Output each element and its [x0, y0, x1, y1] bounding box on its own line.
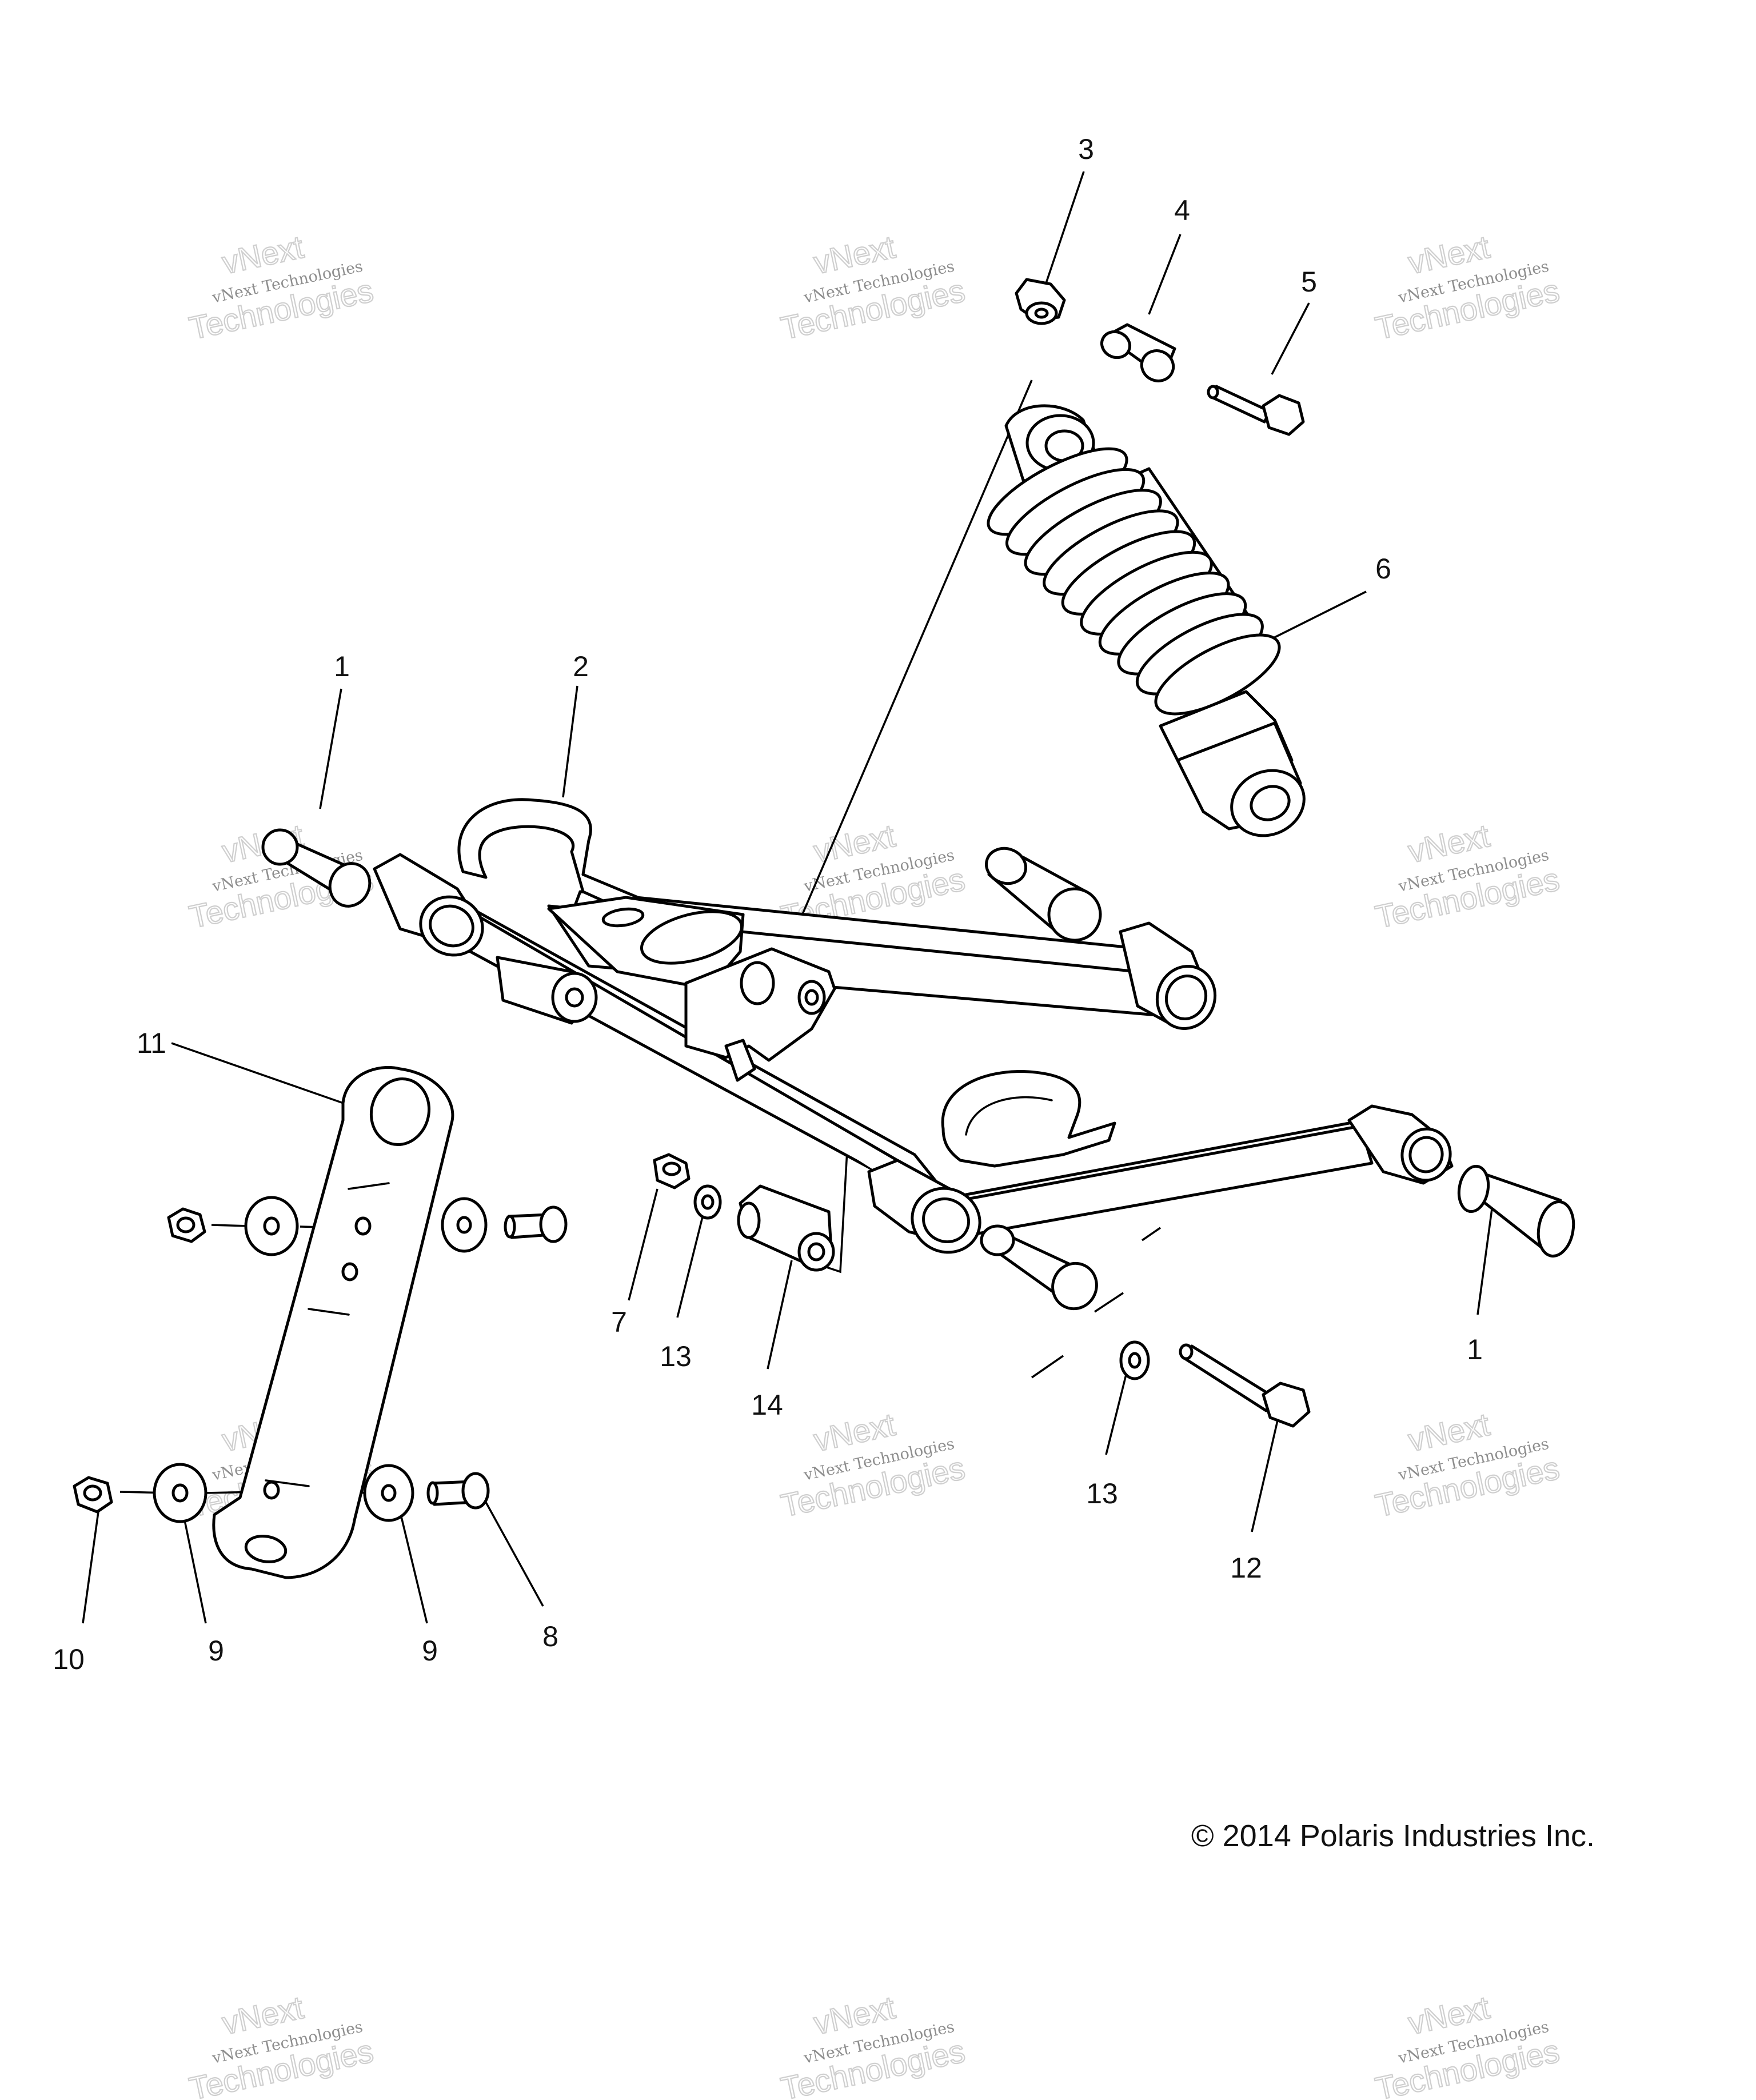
nut-part-7 [653, 1153, 691, 1189]
callout-1-upper: 1 [334, 650, 350, 682]
callout-11: 11 [137, 1027, 166, 1059]
callout-9-right: 9 [422, 1635, 438, 1667]
callout-13-upper: 13 [660, 1340, 692, 1372]
link-arm-part-11 [212, 1066, 454, 1579]
callout-8: 8 [542, 1620, 558, 1652]
callout-4: 4 [1174, 194, 1190, 226]
callout-labels: 3 4 5 6 1 2 11 7 13 14 1 13 12 10 9 9 8 [53, 133, 1483, 1675]
callout-9-left: 9 [208, 1635, 224, 1667]
callout-14: 14 [751, 1389, 783, 1421]
bushing-part-14 [737, 1184, 835, 1272]
callout-1-lower: 1 [1467, 1334, 1483, 1366]
a-arm-assembly-part-2 [261, 798, 1575, 1311]
callout-12: 12 [1230, 1552, 1262, 1584]
washer-part-13-lower [1119, 1340, 1150, 1380]
copyright-notice: © 2014 Polaris Industries Inc. [1191, 1819, 1595, 1853]
link-hardware-lower [73, 1463, 490, 1523]
callout-5: 5 [1301, 266, 1317, 298]
spacer-sleeve-part-4 [1100, 323, 1176, 382]
bolt-part-12 [1179, 1343, 1311, 1428]
callout-13-lower: 13 [1086, 1478, 1118, 1510]
shock-absorber-part-6 [987, 404, 1306, 837]
washer-part-13-upper [693, 1184, 722, 1220]
callout-7: 7 [611, 1306, 627, 1338]
bolt-part-5 [1207, 385, 1305, 436]
callout-6: 6 [1375, 553, 1391, 585]
callout-2: 2 [573, 650, 589, 682]
link-hardware-upper [167, 1196, 568, 1256]
callout-10: 10 [53, 1643, 85, 1675]
callout-3: 3 [1078, 133, 1094, 165]
grommet-part-3 [1015, 278, 1066, 325]
